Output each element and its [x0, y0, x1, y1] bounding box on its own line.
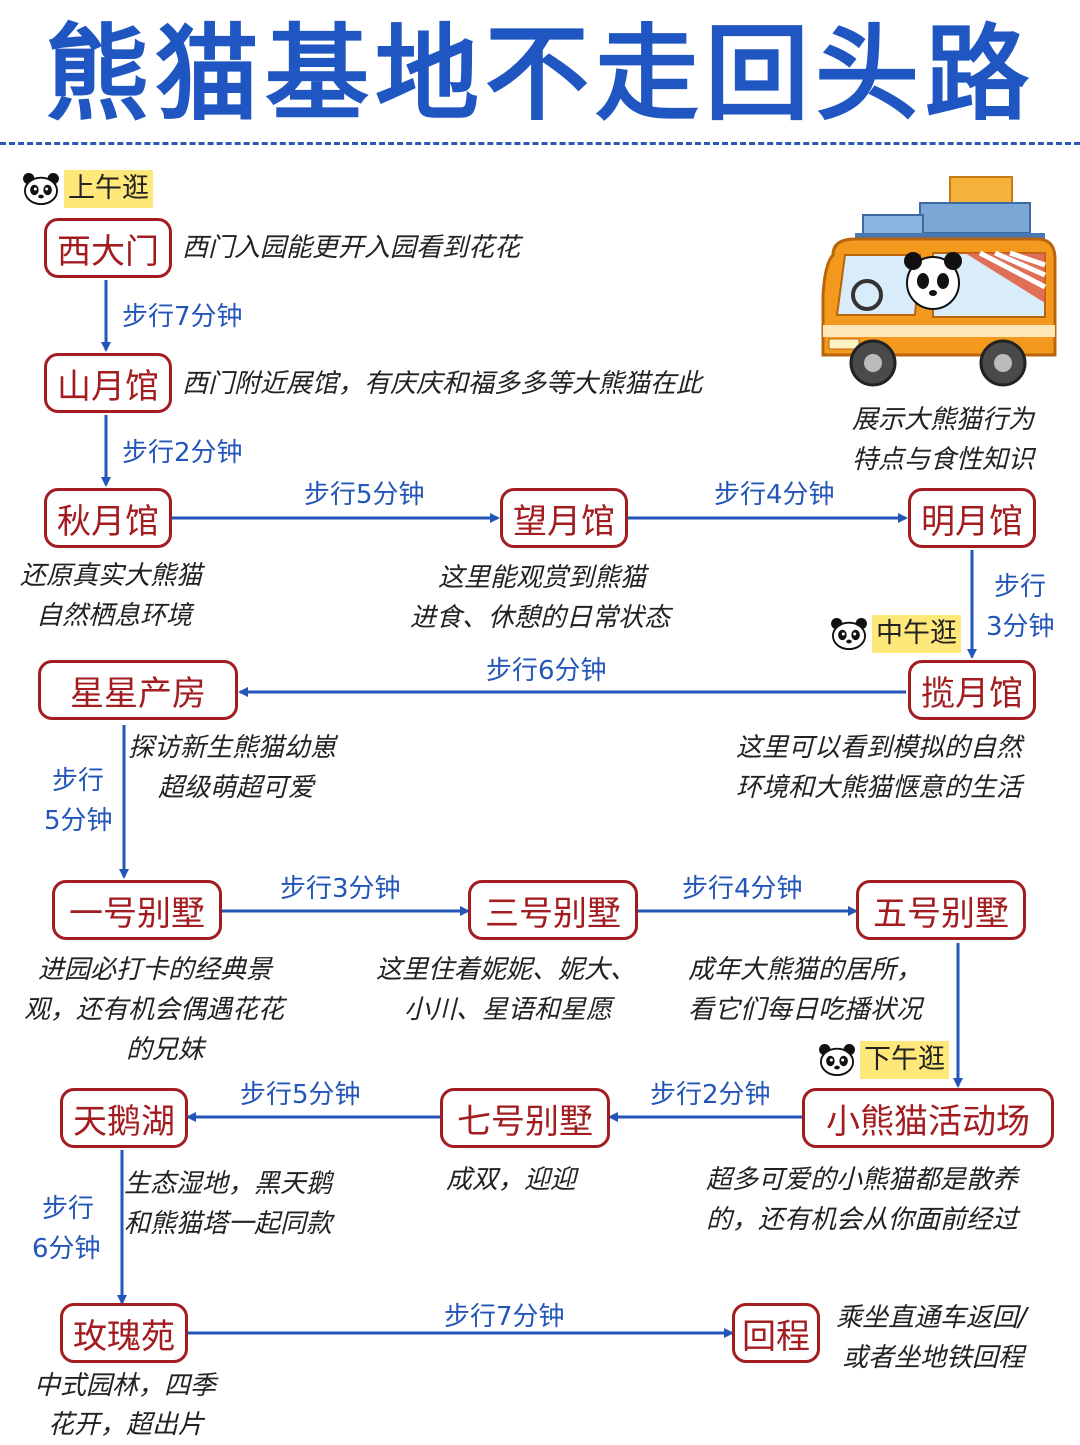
desc-villa1-line2: 观，还有机会偶遇花花 — [24, 995, 285, 1025]
desc-qiuyue-line2: 自然栖息环境 — [36, 601, 193, 631]
desc-west-gate: 西门入园能更开入园看到花花 — [182, 233, 521, 263]
step-label-rose-to-return: 步行7分钟 — [444, 1302, 565, 1332]
node-return: 回程 — [732, 1303, 820, 1363]
node-star-nursery: 星星产房 — [38, 660, 238, 720]
node-qiuyue: 秋月馆 — [44, 488, 172, 548]
step-label-star-to-villa1-line1: 步行 — [52, 766, 105, 796]
step-label-mingyue-to-lanyue-line2: 3分钟 — [986, 612, 1055, 642]
node-west-gate: 西大门 — [44, 218, 172, 278]
node-mingyue: 明月馆 — [908, 488, 1036, 548]
page-title: 熊猫基地不走回头路 — [44, 13, 1035, 135]
panda-face-icon — [831, 617, 867, 651]
desc-red-panda-line2: 的，还有机会从你面前经过 — [706, 1205, 1019, 1235]
step-label-swan-to-rose-line1: 步行 — [42, 1194, 95, 1224]
step-label-lanyue-to-star: 步行6分钟 — [486, 656, 607, 686]
desc-villa5-line2: 看它们每日吃播状况 — [688, 995, 923, 1025]
desc-mingyue-line2: 特点与食性知识 — [852, 445, 1035, 475]
step-label-villa1-to-villa3: 步行3分钟 — [280, 874, 401, 904]
step-label-shanyue-to-qiuyue: 步行2分钟 — [122, 438, 243, 468]
desc-rose-line1: 中式园林，四季 — [34, 1371, 217, 1401]
desc-villa3-line2: 小川、星语和星愿 — [404, 995, 613, 1025]
desc-shanyue: 西门附近展馆，有庆庆和福多多等大熊猫在此 — [182, 369, 703, 399]
node-villa-5: 五号别墅 — [856, 880, 1026, 940]
panda-bus-illustration — [821, 176, 1057, 387]
node-rose-garden: 玫瑰苑 — [60, 1303, 188, 1363]
desc-villa5-line1: 成年大熊猫的居所， — [688, 955, 923, 985]
desc-lanyue-line2: 环境和大熊猫惬意的生活 — [736, 773, 1023, 803]
desc-swan-line1: 生态湿地，黑天鹅 — [124, 1169, 333, 1199]
desc-star-line2: 超级萌超可爱 — [158, 773, 315, 803]
tag-morning: 上午逛 — [22, 170, 153, 208]
node-red-panda-area: 小熊猫活动场 — [802, 1088, 1054, 1148]
step-label-mingyue-to-lanyue-line1: 步行 — [994, 572, 1047, 602]
desc-star-line1: 探访新生熊猫幼崽 — [128, 733, 337, 763]
title-divider — [0, 142, 1080, 145]
step-label-villa7-to-swan: 步行5分钟 — [240, 1080, 361, 1110]
desc-qiuyue-line1: 还原真实大熊猫 — [20, 561, 203, 591]
desc-mingyue-line1: 展示大熊猫行为 — [852, 405, 1035, 435]
step-label-qiuyue-to-wangyue: 步行5分钟 — [304, 480, 425, 510]
desc-red-panda-line1: 超多可爱的小熊猫都是散养 — [706, 1165, 1019, 1195]
node-swan-lake: 天鹅湖 — [60, 1088, 188, 1148]
desc-wangyue-line1: 这里能观赏到熊猫 — [438, 563, 647, 593]
tag-afternoon: 下午逛 — [818, 1041, 949, 1079]
desc-villa1-line1: 进园必打卡的经典景 — [38, 955, 273, 985]
step-label-star-to-villa1-line2: 5分钟 — [44, 806, 113, 836]
step-label-villa3-to-villa5: 步行4分钟 — [682, 874, 803, 904]
tag-noon-label: 中午逛 — [872, 615, 961, 653]
desc-lanyue-line1: 这里可以看到模拟的自然 — [736, 733, 1023, 763]
desc-return-line1: 乘坐直通车返回/ — [836, 1303, 1027, 1333]
node-villa-1: 一号别墅 — [52, 880, 222, 940]
desc-villa3-line1: 这里住着妮妮、妮大、 — [376, 955, 637, 985]
panda-face-icon — [23, 172, 59, 206]
desc-villa7: 成双，迎迎 — [446, 1165, 577, 1195]
step-label-wangyue-to-mingyue: 步行4分钟 — [714, 480, 835, 510]
step-label-west-gate-to-shanyue: 步行7分钟 — [122, 302, 243, 332]
desc-wangyue-line2: 进食、休憩的日常状态 — [410, 603, 671, 633]
desc-villa1-line3: 的兄妹 — [126, 1035, 205, 1065]
node-shanyue: 山月馆 — [44, 353, 172, 413]
tag-afternoon-label: 下午逛 — [860, 1041, 949, 1079]
node-villa-3: 三号别墅 — [468, 880, 638, 940]
node-villa-7: 七号别墅 — [440, 1088, 610, 1148]
desc-rose-line2: 花开，超出片 — [48, 1410, 205, 1440]
tag-noon: 中午逛 — [830, 615, 961, 653]
node-lanyue: 揽月馆 — [908, 660, 1036, 720]
desc-return-line2: 或者坐地铁回程 — [842, 1343, 1025, 1373]
node-wangyue: 望月馆 — [500, 488, 628, 548]
step-label-red-panda-to-villa7: 步行2分钟 — [650, 1080, 771, 1110]
desc-swan-line2: 和熊猫塔一起同款 — [124, 1209, 333, 1239]
panda-face-icon — [819, 1043, 855, 1077]
step-label-swan-to-rose-line2: 6分钟 — [32, 1234, 101, 1264]
tag-morning-label: 上午逛 — [64, 170, 153, 208]
